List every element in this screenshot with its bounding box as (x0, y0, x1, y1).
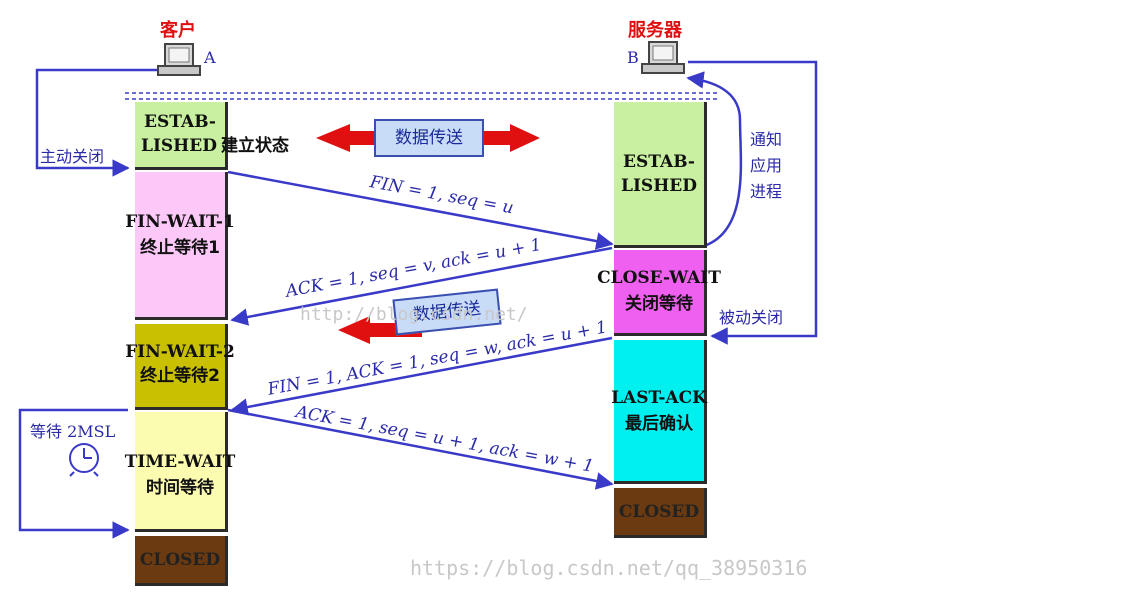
computer-b-icon (641, 41, 685, 74)
client-state-fin-wait-1-line2: 终止等待1 (140, 238, 220, 258)
server-state-closed-line1: CLOSED (618, 502, 700, 522)
message-arrow-fin1 (227, 170, 614, 250)
server-state-close-wait: CLOSE-WAIT 关闭等待 (597, 250, 721, 336)
passive-close-label: 被动关闭 (719, 308, 784, 327)
data-transfer-label-top: 数据传送 (374, 119, 484, 157)
server-state-last-ack-line2: 最后确认 (625, 414, 693, 434)
client-state-fin-wait-2-line2: 终止等待2 (140, 366, 220, 386)
server-state-established: ESTAB- LISHED (614, 102, 707, 248)
wait-2msl-arrow (18, 408, 130, 539)
clock-icon (69, 443, 99, 477)
notify-app-label-2: 应用 (750, 156, 783, 175)
client-state-time-wait-line1: TIME-WAIT (124, 452, 236, 472)
notify-app-label-1: 通知 (750, 130, 783, 149)
server-state-last-ack-line1: LAST-ACK (611, 388, 707, 408)
client-state-fin-wait-1: FIN-WAIT-1 终止等待1 (125, 172, 235, 320)
server-letter: B (627, 48, 639, 67)
server-state-established-line2: LISHED (621, 176, 697, 196)
passive-close-arrow (688, 60, 818, 345)
client-title: 客户 (160, 20, 196, 41)
client-state-established: ESTAB- LISHED (135, 102, 228, 170)
client-state-time-wait-line2: 时间等待 (146, 478, 214, 498)
client-state-fin-wait-2: FIN-WAIT-2 终止等待2 (125, 324, 235, 410)
message-arrow-ack2 (227, 408, 614, 490)
client-state-established-line2: LISHED (141, 136, 217, 156)
server-state-close-wait-line1: CLOSE-WAIT (597, 268, 721, 288)
watermark-bottom: https://blog.csdn.net/qq_38950316 (410, 556, 808, 580)
client-state-established-line1: ESTAB- (144, 112, 216, 132)
client-state-time-wait: TIME-WAIT 时间等待 (125, 412, 235, 532)
watermark-mid: http://blog.csdn.net/ (300, 304, 528, 325)
client-state-fin-wait-2-line1: FIN-WAIT-2 (125, 342, 235, 362)
client-letter: A (204, 48, 216, 67)
message-arrow-fin2 (230, 336, 613, 416)
active-close-arrow (35, 68, 160, 177)
client-established-suffix: 建立状态 (221, 136, 289, 156)
message-arrow-ack1 (230, 246, 613, 326)
wait-2msl-label: 等待 2MSL (30, 422, 116, 441)
client-state-closed-line1: CLOSED (139, 550, 221, 570)
notify-app-arrow (686, 71, 743, 248)
server-state-closed: CLOSED (614, 488, 707, 538)
server-title: 服务器 (628, 20, 682, 41)
server-state-last-ack: LAST-ACK 最后确认 (611, 340, 707, 484)
client-state-closed: CLOSED (135, 536, 228, 586)
server-state-established-line1: ESTAB- (623, 152, 695, 172)
active-close-label: 主动关闭 (40, 147, 105, 166)
client-state-fin-wait-1-line1: FIN-WAIT-1 (125, 212, 235, 232)
notify-app-label-3: 进程 (750, 182, 783, 201)
computer-a-icon (157, 43, 201, 76)
server-state-close-wait-line2: 关闭等待 (625, 294, 693, 314)
